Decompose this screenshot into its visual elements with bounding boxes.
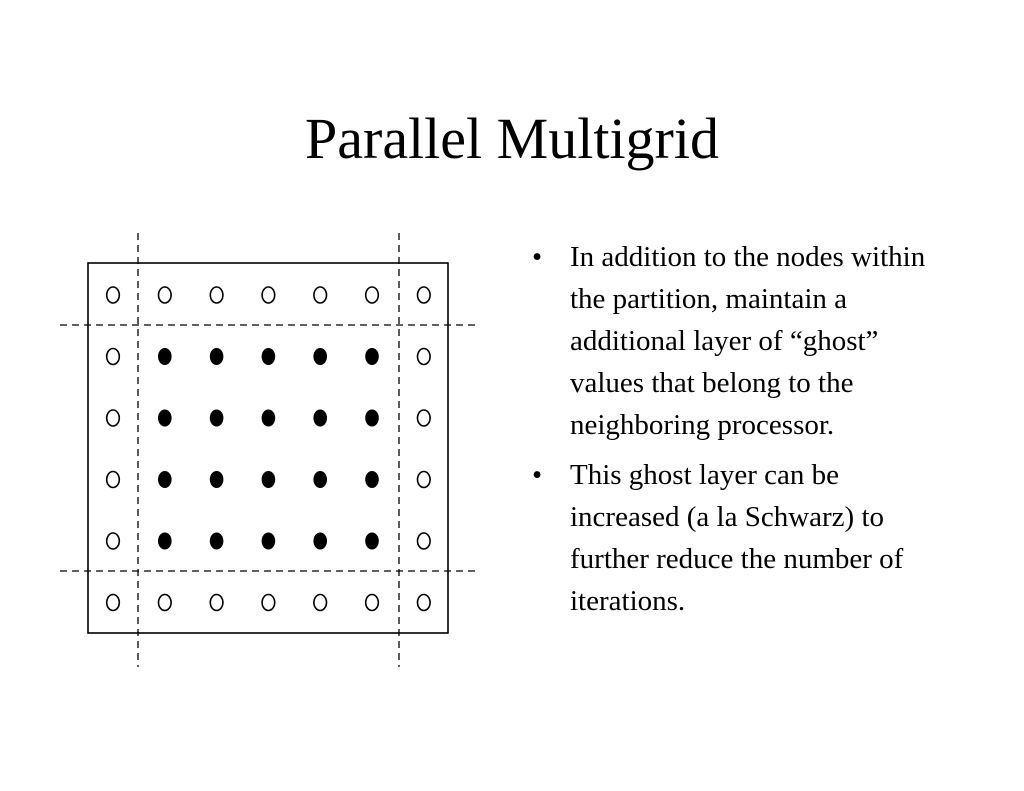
ghost-node <box>313 593 328 612</box>
ghost-node <box>105 593 121 612</box>
interior-node <box>261 409 276 427</box>
bullet-text: This ghost layer can be increased (a la … <box>570 459 904 617</box>
interior-node <box>209 532 224 550</box>
interior-node <box>158 409 172 427</box>
interior-node <box>209 348 224 365</box>
slide-title: Parallel Multigrid <box>305 106 719 171</box>
interior-node <box>365 348 379 365</box>
interior-node <box>313 348 328 365</box>
ghost-node <box>313 286 328 304</box>
bullet-icon: • <box>532 241 543 273</box>
ghost-node <box>416 532 431 550</box>
interior-node <box>313 532 328 550</box>
ghost-node <box>209 593 224 612</box>
partition-boundary <box>87 262 449 634</box>
ghost-node <box>416 347 431 366</box>
interior-node <box>261 348 276 365</box>
partition-grid-diagram <box>60 233 476 667</box>
interior-node <box>209 409 224 427</box>
ghost-node <box>364 286 380 304</box>
ghost-node <box>416 286 431 304</box>
interior-node <box>261 532 276 550</box>
interior-node <box>365 409 379 427</box>
ghost-node <box>105 470 121 489</box>
grid-nodes <box>105 286 431 612</box>
interior-node <box>158 471 172 488</box>
interior-node <box>261 471 276 488</box>
interior-node <box>158 532 172 550</box>
ghost-node <box>105 532 121 550</box>
ghost-node <box>261 593 276 612</box>
ghost-node <box>416 409 431 427</box>
ghost-node <box>157 593 172 612</box>
interior-node <box>365 532 379 550</box>
bullet-item: • This ghost layer can be increased (a l… <box>526 454 946 622</box>
bullet-list: • In addition to the nodes within the pa… <box>526 236 946 630</box>
ghost-node <box>209 286 224 304</box>
bullet-text: In addition to the nodes within the part… <box>570 241 926 441</box>
interior-node <box>209 471 224 488</box>
interior-node <box>365 471 379 488</box>
ghost-node <box>105 347 121 366</box>
ghost-node <box>416 593 431 612</box>
ghost-node <box>364 593 380 612</box>
bullet-icon: • <box>532 459 543 491</box>
ghost-node <box>105 409 121 427</box>
ghost-node <box>157 286 172 304</box>
interior-node <box>313 471 328 488</box>
interior-node <box>158 348 172 365</box>
ghost-node <box>261 286 276 304</box>
interior-node <box>313 409 328 427</box>
bullet-item: • In addition to the nodes within the pa… <box>526 236 946 446</box>
ghost-node <box>416 470 431 489</box>
ghost-node <box>105 286 121 304</box>
